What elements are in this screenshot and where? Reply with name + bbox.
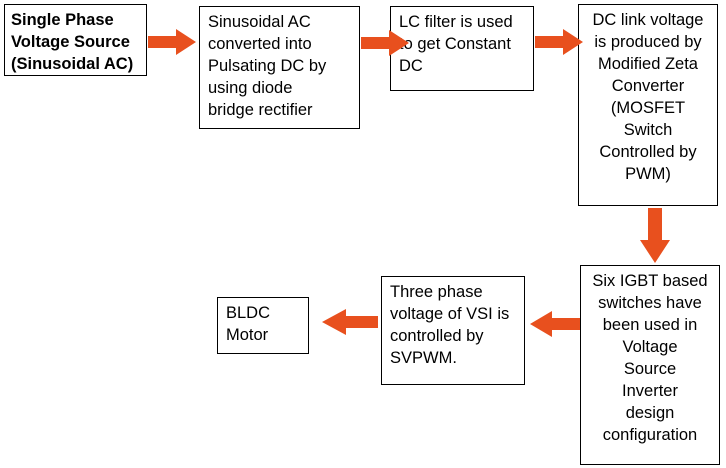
arrow-left-2-icon (322, 309, 378, 335)
rectifier-text: Sinusoidal AC converted into Pulsating D… (208, 13, 327, 119)
arrow-right-3-icon (535, 29, 583, 55)
arrow-right-2-icon (361, 30, 409, 56)
bldc-motor-text: BLDC Motor (226, 304, 271, 344)
rectifier-box: Sinusoidal AC converted into Pulsating D… (199, 6, 360, 129)
lc-filter-text: LC filter is used to get Constant DC (399, 13, 513, 75)
arrow-right-1-icon (148, 29, 196, 55)
zeta-converter-box: DC link voltage is produced by Modified … (578, 4, 718, 206)
inverter-box: Six IGBT based switches have been used i… (580, 265, 720, 465)
svpwm-box: Three phase voltage of VSI is controlled… (381, 276, 525, 385)
arrow-down-icon (640, 208, 670, 263)
source-text: Single Phase Voltage Source (Sinusoidal … (11, 11, 134, 73)
zeta-converter-text: DC link voltage is produced by Modified … (592, 11, 704, 183)
svpwm-text: Three phase voltage of VSI is controlled… (390, 283, 510, 367)
inverter-text: Six IGBT based switches have been used i… (592, 272, 708, 444)
lc-filter-box: LC filter is used to get Constant DC (390, 6, 534, 91)
single-phase-source-box: Single Phase Voltage Source (Sinusoidal … (4, 4, 147, 76)
bldc-motor-box: BLDC Motor (217, 297, 309, 354)
arrow-left-1-icon (530, 311, 580, 337)
